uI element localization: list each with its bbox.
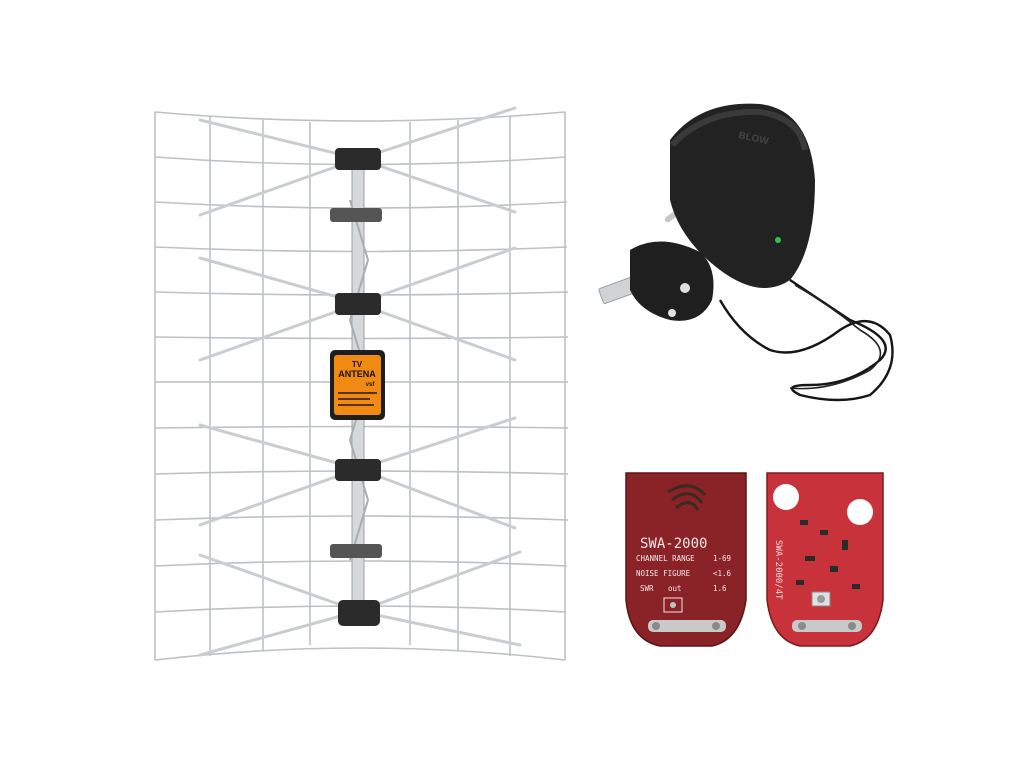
antenna-amplifier: TV ANTENA vsf [330, 350, 385, 420]
adapter-led-icon [775, 237, 781, 243]
board-spec-swr-mid: out [668, 584, 682, 593]
board-spec-noise-key: NOISE FIGURE [636, 569, 691, 578]
tv-antenna: TV ANTENA vsf [154, 106, 569, 661]
amplifier-board-back: SWA-2000/4T [766, 472, 884, 647]
adapter-cable [718, 279, 894, 402]
smd-components [796, 520, 860, 589]
amplifier-label-title-1: TV [352, 360, 363, 369]
board-spec-channel-val: 1-69 [713, 554, 731, 563]
board-spec-channel-key: CHANNEL RANGE [636, 554, 695, 563]
power-adapter: BLOW [598, 103, 894, 402]
board-spec-noise-val: <1.6 [713, 569, 732, 578]
board-back-model: SWA-2000/4T [773, 540, 783, 600]
amplifier-board-front: SWA-2000 CHANNEL RANGE 1-69 NOISE FIGURE… [625, 472, 747, 647]
antenna-dipoles [198, 106, 522, 657]
coax-plug [598, 241, 714, 321]
board-model: SWA-2000 [640, 536, 707, 552]
antenna-mesh [154, 111, 569, 661]
board-spec-swr-key: SWR [640, 584, 654, 593]
antenna-clamps [330, 148, 382, 626]
amplifier-label-title-2: ANTENA [338, 369, 376, 379]
board-spec-swr-val: 1.6 [713, 584, 727, 593]
amplifier-label-brand: vsf [366, 382, 376, 388]
inductor-coil-icon [667, 484, 707, 511]
